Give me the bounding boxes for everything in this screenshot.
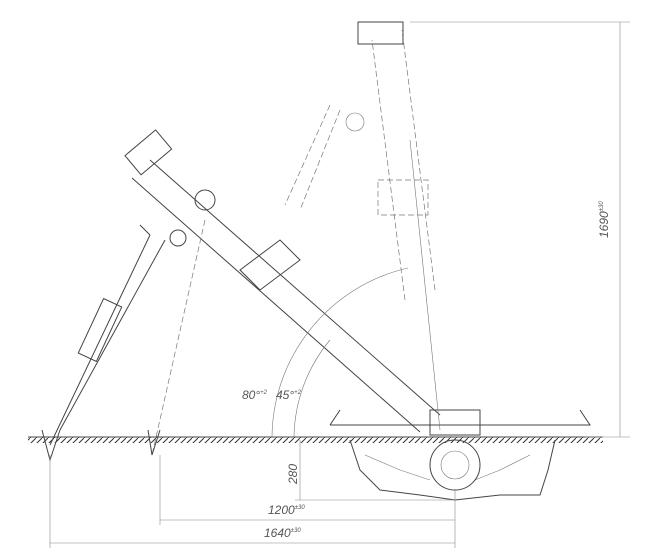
dimension-lines <box>49 21 630 548</box>
dim-tolerance: ±30 <box>599 201 605 212</box>
dim-value: 1690 <box>597 211 611 238</box>
angle-arc-45 <box>293 339 331 438</box>
baseplate <box>329 409 591 501</box>
angle-45-label: 45°+2 <box>276 388 301 402</box>
dim-1200-label: 1200±30 <box>268 503 305 517</box>
angle-80-label: 80°+2 <box>242 388 267 402</box>
dim-tolerance: ±30 <box>290 528 301 534</box>
dim-value: 1200 <box>268 503 295 517</box>
tube-45 <box>124 129 441 433</box>
ground-line <box>28 436 603 443</box>
dim-height-label: 1690±30 <box>597 201 611 238</box>
tube-80 <box>284 21 441 431</box>
dim-depth-label: 280 <box>286 464 300 484</box>
bipod <box>41 219 206 462</box>
dim-tolerance: +2 <box>260 390 267 396</box>
dim-1640-label: 1640±30 <box>264 526 301 540</box>
angle-arc-80 <box>271 267 409 438</box>
dim-value: 280 <box>286 463 300 484</box>
dim-value: 80° <box>242 388 261 402</box>
dim-value: 1640 <box>264 526 291 540</box>
dim-tolerance: ±30 <box>294 505 305 511</box>
dim-value: 45° <box>276 388 295 402</box>
dim-tolerance: +2 <box>294 390 301 396</box>
